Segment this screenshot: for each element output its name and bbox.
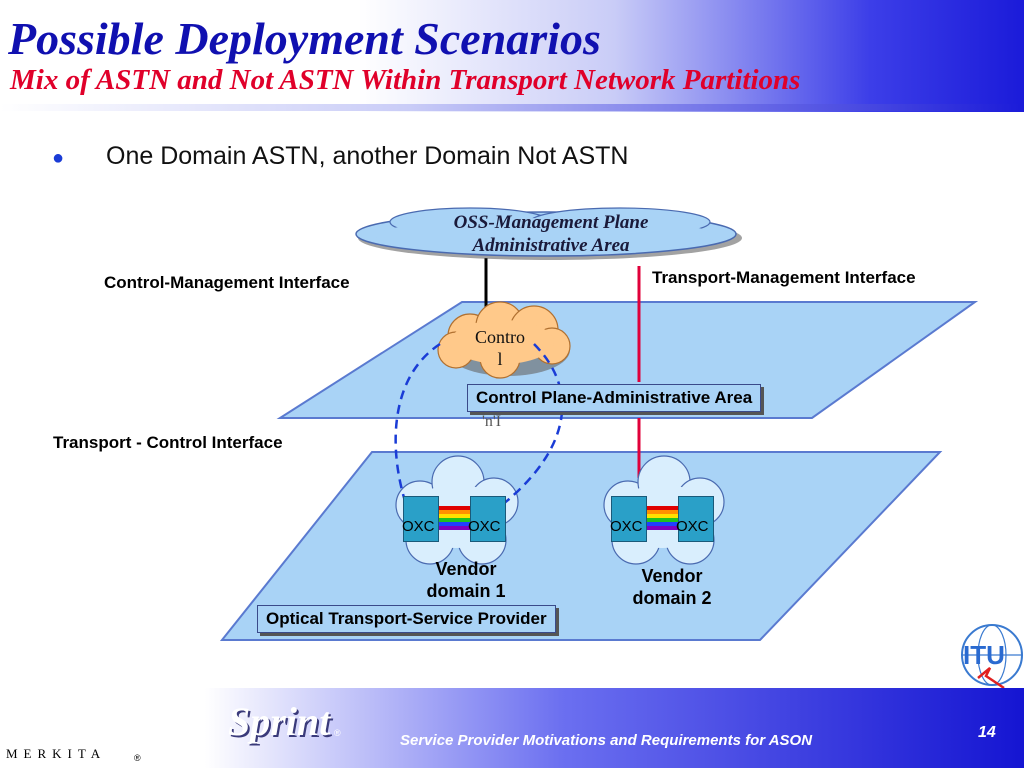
vendor1-line2: domain 1 (426, 581, 506, 601)
page-title: Possible Deployment Scenarios (8, 13, 601, 64)
bullet-text: One Domain ASTN, another Domain Not ASTN (106, 142, 629, 170)
vendor2-line2: domain 2 (632, 588, 712, 608)
sprint-registered-mark: ® (334, 728, 341, 738)
page-subtitle: Mix of ASTN and Not ASTN Within Transpor… (10, 64, 801, 96)
vendor-domain-1-label: Vendor domain 1 (404, 558, 528, 602)
oxc-label-1: OXC (402, 518, 435, 535)
title-bar (0, 0, 1024, 112)
rainbow-link-2 (645, 506, 679, 530)
oxc-switch-icon (470, 496, 506, 542)
oxc-switch-icon (678, 496, 714, 542)
oss-cloud-line2: Administrative Area (472, 235, 630, 256)
itu-globe-icon (961, 624, 1023, 690)
footer-text: Service Provider Motivations and Require… (400, 732, 813, 749)
bullet-dot-icon: ● (52, 147, 65, 169)
control-cloud-icon (437, 301, 571, 379)
page-number: 14 (978, 724, 996, 741)
control-link-left (394, 342, 441, 511)
optical-transport-box: Optical Transport-Service Provider (257, 605, 556, 633)
sprint-wordmark: Sprint (228, 699, 331, 744)
vendor2-line1: Vendor (641, 566, 703, 586)
merkita-registered-mark: ® (134, 753, 141, 763)
oss-cloud-line1: OSS-Management Plane (453, 212, 649, 233)
transport-mgmt-interface-label: Transport-Management Interface (652, 268, 916, 287)
oxc-switch-icon (611, 496, 647, 542)
not-applicable-mark: 'n'I (482, 413, 502, 430)
itu-wordmark: ITU (963, 640, 1005, 670)
control-cloud-label: Contro l (458, 326, 542, 370)
control-mgmt-interface-label: Control-Management Interface (104, 273, 350, 292)
oss-cloud-label: OSS-Management Plane Administrative Area (386, 211, 716, 257)
vendor1-line1: Vendor (435, 559, 497, 579)
rainbow-link-1 (437, 506, 471, 530)
control-plane-area-box: Control Plane-Administrative Area (467, 384, 762, 412)
title-rule (0, 104, 1024, 111)
oxc-label-3: OXC (610, 518, 643, 535)
oxc-switch-icon (403, 496, 439, 542)
control-line2: l (497, 349, 503, 369)
oss-cloud-icon (355, 207, 742, 260)
oxc-label-2: OXC (468, 518, 501, 535)
merkita-wordmark: MERKITA (6, 746, 107, 761)
oxc-label-4: OXC (676, 518, 709, 535)
transport-control-interface-label: Transport - Control Interface (53, 433, 283, 452)
vendor-domain-2-label: Vendor domain 2 (610, 565, 734, 609)
control-link-right (501, 343, 564, 506)
footer-bar (0, 688, 1024, 768)
control-line1: Contro (474, 327, 525, 347)
